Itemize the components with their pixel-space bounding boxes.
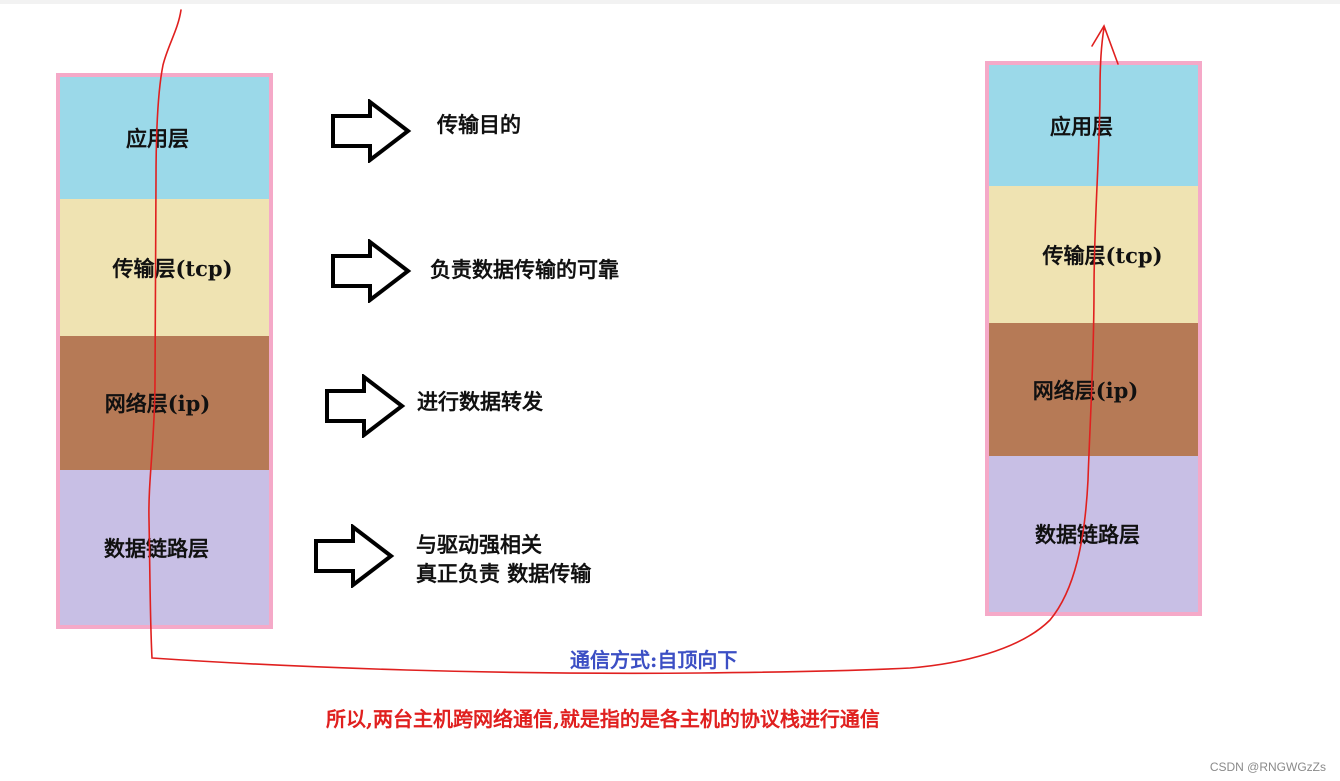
datalink-layer-description-line2: 真正负责 数据传输 [416, 561, 592, 586]
left-network-layer-label: 网络层(ip) [104, 391, 211, 416]
right-datalink-layer-label: 数据链路层 [1035, 522, 1140, 547]
right-network-layer-label: 网络层(ip) [1032, 377, 1139, 403]
datalink-layer-description-line1: 与驱动强相关 [416, 532, 542, 557]
transport-layer-description: 负责数据传输的可靠 [430, 257, 619, 282]
communication-path-line [148, 9, 1105, 675]
flow-caption: 通信方式:自顶向下 [570, 648, 738, 672]
top-edge [0, 0, 1340, 4]
left-application-layer: 应用层 [60, 77, 269, 199]
watermark: CSDN @RNGWGzZs [1209, 760, 1326, 774]
right-arrow-icon [325, 374, 406, 438]
right-application-layer-label: 应用层 [1050, 113, 1113, 139]
left-datalink-layer-label: 数据链路层 [104, 535, 209, 561]
right-transport-layer-label: 传输层(tcp) [1042, 242, 1163, 268]
left-datalink-layer: 数据链路层 [60, 470, 269, 625]
conclusion-caption: 所以,两台主机跨网络通信,就是指的是各主机的协议栈进行通信 [326, 707, 880, 731]
right-protocol-stack: 应用层 传输层(tcp) 网络层(ip) 数据链路层 [985, 61, 1202, 616]
left-transport-layer: 传输层(tcp) [60, 199, 269, 336]
arrow-head-icon [1091, 24, 1119, 65]
right-application-layer: 应用层 [989, 65, 1198, 186]
application-layer-description: 传输目的 [437, 112, 521, 137]
right-datalink-layer: 数据链路层 [989, 456, 1198, 612]
right-arrow-icon [314, 524, 395, 588]
right-arrow-icon [331, 239, 412, 303]
right-arrow-icon [331, 99, 412, 163]
network-layer-description: 进行数据转发 [417, 389, 543, 414]
left-network-layer: 网络层(ip) [60, 336, 269, 470]
left-protocol-stack: 应用层 传输层(tcp) 网络层(ip) 数据链路层 [56, 73, 273, 629]
left-transport-layer-label: 传输层(tcp) [112, 255, 233, 281]
